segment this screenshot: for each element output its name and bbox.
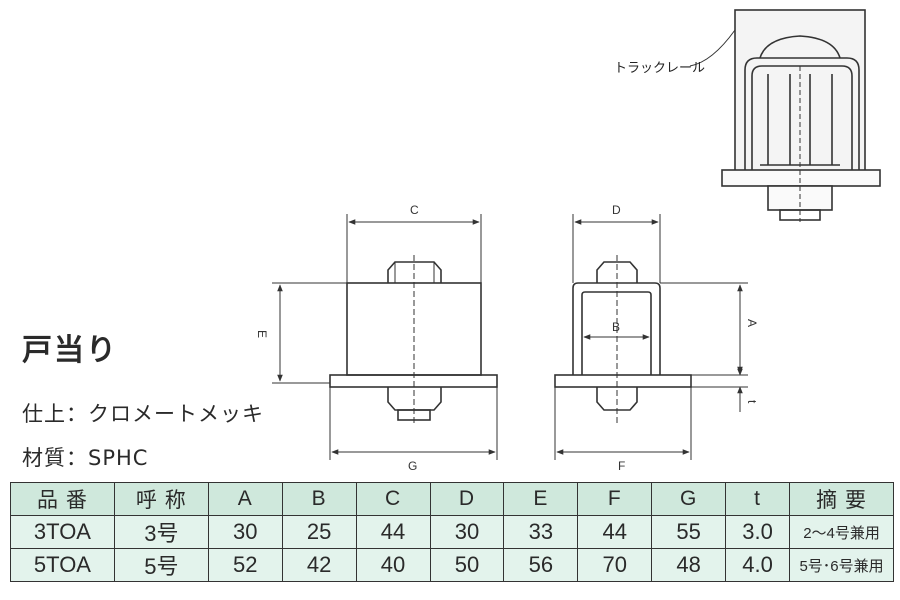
cell-remarks: 5号･6号兼用 — [789, 548, 894, 582]
cell-c: 40 — [355, 548, 431, 582]
parts-table: 品 番 呼 称 A B C D E F G t 摘 要 3TOA 3号 30 2… — [10, 482, 894, 582]
product-title: 戸当り — [22, 333, 118, 368]
spec-finish: 仕上：クロメートメッキ — [22, 398, 264, 428]
dim-d-label: D — [612, 203, 621, 217]
table-row: 5TOA 5号 52 42 40 50 56 70 48 4.0 5号･6号兼用 — [10, 548, 894, 582]
dim-f-label: F — [618, 459, 625, 473]
header-size: 呼 称 — [113, 482, 209, 516]
cell-b: 25 — [281, 515, 357, 549]
header-part-number: 品 番 — [10, 482, 115, 516]
header-t: t — [725, 482, 791, 516]
header-a: A — [207, 482, 283, 516]
dim-c-label: C — [410, 203, 419, 217]
finish-label: 仕上： — [22, 402, 88, 426]
cell-f: 44 — [577, 515, 653, 549]
cell-a: 30 — [207, 515, 283, 549]
cell-d: 50 — [429, 548, 505, 582]
header-e: E — [503, 482, 579, 516]
header-b: B — [281, 482, 357, 516]
header-f: F — [577, 482, 653, 516]
side-view — [554, 255, 692, 425]
cell-size: 5号 — [113, 548, 209, 582]
header-c: C — [355, 482, 431, 516]
cell-g: 48 — [651, 548, 727, 582]
dim-e-label: E — [255, 330, 269, 338]
dim-b-label: B — [612, 320, 620, 334]
cell-d: 30 — [429, 515, 505, 549]
dim-a-label: A — [745, 319, 759, 327]
header-d: D — [429, 482, 505, 516]
installed-view — [689, 9, 881, 222]
dim-g-label: G — [408, 459, 417, 473]
finish-value: クロメートメッキ — [88, 402, 264, 426]
header-remarks: 摘 要 — [789, 482, 894, 516]
cell-part-number: 3TOA — [10, 515, 115, 549]
cell-g: 55 — [651, 515, 727, 549]
cell-a: 52 — [207, 548, 283, 582]
table-row: 3TOA 3号 30 25 44 30 33 44 55 3.0 2～4号兼用 — [10, 515, 894, 549]
cell-e: 56 — [503, 548, 579, 582]
cell-t: 4.0 — [725, 548, 791, 582]
cell-c: 44 — [355, 515, 431, 549]
dim-t-label: t — [745, 400, 759, 404]
cell-e: 33 — [503, 515, 579, 549]
cell-t: 3.0 — [725, 515, 791, 549]
spec-material: 材質：SPHC — [22, 442, 148, 472]
track-rail-label: トラックレール — [614, 61, 705, 76]
table-header-row: 品 番 呼 称 A B C D E F G t 摘 要 — [10, 482, 894, 516]
cell-f: 70 — [577, 548, 653, 582]
cell-size: 3号 — [113, 515, 209, 549]
material-value: SPHC — [88, 446, 149, 470]
cell-part-number: 5TOA — [10, 548, 115, 582]
header-g: G — [651, 482, 727, 516]
front-view — [329, 255, 498, 425]
cell-b: 42 — [281, 548, 357, 582]
technical-drawing: トラックレール C E G — [255, 9, 881, 473]
cell-remarks: 2～4号兼用 — [789, 515, 894, 549]
material-label: 材質： — [22, 446, 88, 470]
